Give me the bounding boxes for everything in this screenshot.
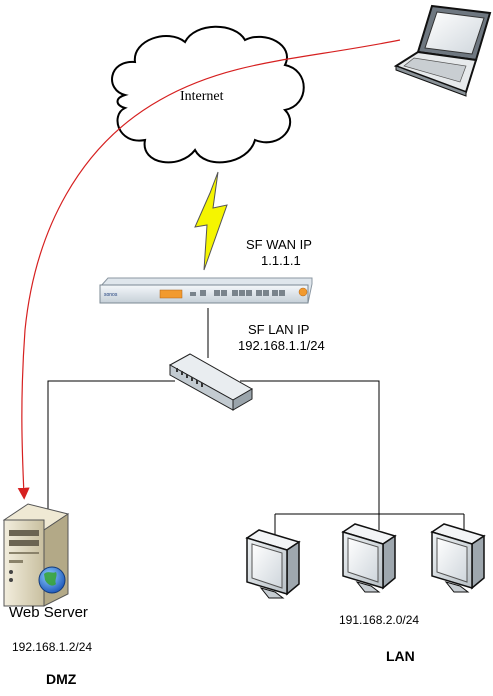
lan-branch-wire <box>240 380 380 514</box>
laptop-icon <box>393 4 492 97</box>
network-wires <box>47 308 465 540</box>
dmz-branch-wire <box>47 380 175 540</box>
lan-zone-label: LAN <box>386 648 415 664</box>
traffic-flow-arrow <box>17 39 401 500</box>
lightning-icon <box>194 171 228 271</box>
globe-icon <box>38 566 66 594</box>
server-label: Web Server <box>9 604 88 621</box>
monitor-icon <box>245 529 301 599</box>
firewall-appliance-icon: sonos <box>99 277 313 304</box>
monitor-icon <box>341 523 397 593</box>
firewall-brand: sonos <box>104 292 118 298</box>
monitor-icon <box>430 523 486 593</box>
wan-ip-title: SF WAN IP <box>246 237 312 252</box>
network-switch-icon <box>168 353 254 411</box>
lan-network-address: 191.168.2.0/24 <box>339 613 420 627</box>
server-ip: 192.168.1.2/24 <box>12 640 93 654</box>
wan-ip-value: 1.1.1.1 <box>261 253 301 268</box>
dmz-zone-label: DMZ <box>46 671 77 687</box>
cloud-icon <box>111 25 305 164</box>
lan-ip-title: SF LAN IP <box>248 322 310 337</box>
cloud-label: Internet <box>180 89 224 104</box>
lan-ip-value: 192.168.1.1/24 <box>238 338 325 353</box>
